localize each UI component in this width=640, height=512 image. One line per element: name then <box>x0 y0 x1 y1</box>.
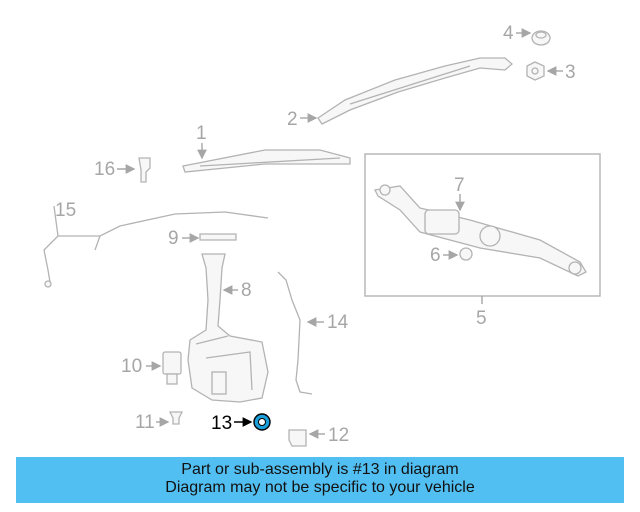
banner-line-1: Part or sub-assembly is #13 in diagram <box>181 461 459 478</box>
callout-6: 6 <box>430 245 441 266</box>
callout-10: 10 <box>121 356 142 377</box>
callout-15: 15 <box>55 200 76 221</box>
callout-9: 9 <box>168 228 179 249</box>
info-banner: Part or sub-assembly is #13 in diagram D… <box>16 457 624 503</box>
part-13-seal[interactable] <box>253 413 271 431</box>
part-10-washer-pump[interactable] <box>162 351 182 385</box>
part-15-washer-hose[interactable] <box>43 205 269 288</box>
callout-1: 1 <box>196 123 207 144</box>
callout-5: 5 <box>476 308 487 329</box>
part-16-nozzle[interactable] <box>138 157 151 183</box>
part-8-washer-reservoir[interactable] <box>187 253 269 403</box>
part-4-cap[interactable] <box>531 30 551 46</box>
callout-14: 14 <box>327 312 349 333</box>
callout-11: 11 <box>135 412 155 433</box>
part-2-wiper-arm[interactable] <box>317 57 513 125</box>
callout-2: 2 <box>287 109 298 130</box>
callout-13: 13 <box>211 413 232 434</box>
callout-8: 8 <box>241 280 252 301</box>
part-9-hose-clip[interactable] <box>199 233 237 241</box>
callout-12: 12 <box>328 425 349 446</box>
callout-3: 3 <box>565 62 576 83</box>
part-7-linkage[interactable] <box>374 184 587 277</box>
part-3-nut[interactable] <box>526 61 545 81</box>
banner-line-2: Diagram may not be specific to your vehi… <box>165 479 475 496</box>
callout-7: 7 <box>454 175 465 196</box>
part-6-nut[interactable] <box>459 247 473 261</box>
part-11-grommet[interactable] <box>168 411 184 425</box>
callout-4: 4 <box>503 23 514 44</box>
callout-16: 16 <box>94 159 115 180</box>
part-14-hose[interactable] <box>277 271 313 395</box>
part-12-bracket[interactable] <box>288 429 307 447</box>
part-1-wiper-blade[interactable] <box>182 149 351 173</box>
